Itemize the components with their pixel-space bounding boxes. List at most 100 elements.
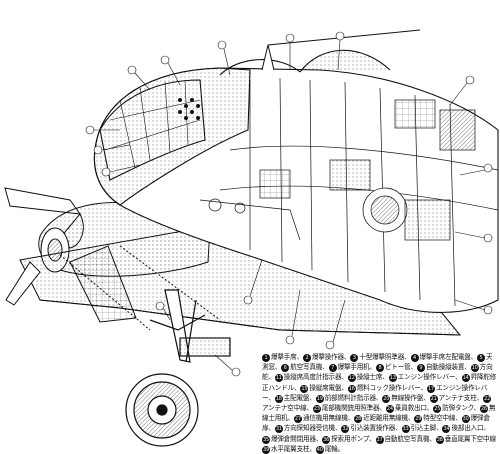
legend-text: 探索用ポンプ、 <box>331 434 376 443</box>
legend-number: 10 <box>470 364 479 373</box>
legend-number: 1 <box>262 354 270 362</box>
legend-number: 6 <box>281 364 290 373</box>
legend-number: 18 <box>274 394 283 403</box>
legend-text: 操縦士席、 <box>356 373 389 382</box>
legend-number: 24 <box>385 405 394 414</box>
legend-number: 34 <box>442 425 451 434</box>
callout-markers <box>85 31 493 377</box>
legend-number: 7 <box>328 364 337 373</box>
legend-text: 尾部機関銃用照準器、 <box>321 404 386 413</box>
legend-number: 19 <box>315 394 324 403</box>
legend-text: 自動航空写真機、 <box>384 434 436 443</box>
legend-number: 26 <box>479 405 488 414</box>
legend-text: アンテナ空中線、 <box>262 404 313 413</box>
legend-text: 引込装置操作器、 <box>350 424 402 433</box>
legend-text: 十型爆撃照準器、 <box>359 353 411 361</box>
legend-text: 無線士用机、 <box>262 404 496 423</box>
legend-text: 燃料コック操作レバー、 <box>356 383 428 392</box>
legend-number: 30 <box>461 415 470 424</box>
legend-text: 操縦席高度計指示器、 <box>283 373 348 382</box>
legend-text: 昇降舵修正ハンドル、 <box>262 373 497 392</box>
legend-text: 爆撃手用机、 <box>337 363 377 372</box>
fuselage-internals <box>199 77 499 307</box>
propeller-lower <box>5 261 41 306</box>
legend-number: 13 <box>388 374 397 383</box>
legend-number: 15 <box>300 384 309 393</box>
legend-number: 31 <box>274 425 283 434</box>
legend-text: アンテナ支柱、 <box>438 393 484 402</box>
legend-text: エンジン操作レバー、 <box>262 383 488 402</box>
fuselage <box>93 49 499 313</box>
legend-number: 23 <box>312 405 321 414</box>
legend-item: 22 アンテナ空中線、 <box>262 394 492 412</box>
legend-number: 33 <box>401 425 410 434</box>
legend-text: 操縦席電盤、 <box>309 383 348 392</box>
legend-number: 9 <box>416 364 425 373</box>
legend-number: 8 <box>375 364 384 373</box>
legend-number: 38 <box>435 435 444 444</box>
legend-text: エンジン操作レバー、 <box>397 373 462 382</box>
legend-number: 28 <box>354 415 363 424</box>
legend-number: 14 <box>461 374 470 383</box>
legend-text: 爆弾倉開閉用器、 <box>271 434 323 443</box>
legend-text: 爆弾倉扉、 <box>262 414 490 433</box>
legend-text: 防弾タンク、 <box>442 404 480 413</box>
legend-number: 27 <box>293 415 302 424</box>
legend-number: 40 <box>315 445 324 454</box>
legend-text: 爆撃手席、 <box>271 353 303 361</box>
legend-text: 引込主脚、 <box>410 424 443 433</box>
legend-text: 方向探知器受信機、 <box>283 424 342 433</box>
legend-text: 爆撃操作器、 <box>311 353 351 361</box>
legend-number: 20 <box>382 394 391 403</box>
legend-number: 32 <box>341 425 350 434</box>
legend-text: 尾輪。 <box>324 444 344 453</box>
legend-number: 11 <box>274 374 283 383</box>
legend-text: 水平尾翼支柱、 <box>271 444 316 453</box>
legend-text: 特型空中線、 <box>423 414 462 423</box>
legend-number: 3 <box>350 354 359 362</box>
legend-number: 36 <box>322 435 331 444</box>
legend-text: 垂直尾翼下空中線 <box>444 434 496 443</box>
legend-text: 爆撃手席左配電盤、 <box>419 353 478 361</box>
legend-number: 37 <box>375 435 384 444</box>
legend-text: 後部出入口、 <box>451 424 490 433</box>
legend-number: 22 <box>483 394 492 403</box>
legend-text: 主配電盤、 <box>283 393 316 402</box>
main-landing-gear <box>125 289 231 447</box>
legend-text: 航空写真機、 <box>290 363 329 372</box>
legend-number: 35 <box>262 435 270 444</box>
